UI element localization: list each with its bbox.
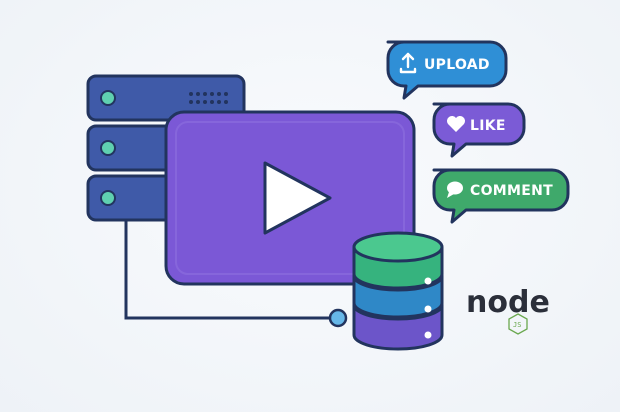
like-label: LIKE xyxy=(470,118,506,134)
nodejs-logo: node JS xyxy=(466,285,550,335)
upload-label: UPLOAD xyxy=(424,57,490,73)
play-icon[interactable] xyxy=(263,161,332,235)
comment-bubble[interactable]: COMMENT xyxy=(432,168,570,224)
server-cable xyxy=(124,218,348,328)
upload-icon xyxy=(399,52,417,74)
upload-bubble[interactable]: UPLOAD xyxy=(386,40,508,100)
comment-label: COMMENT xyxy=(470,183,553,199)
database-icon xyxy=(352,231,444,351)
nodejs-logo-text: node xyxy=(466,285,550,320)
nodejs-badge: JS xyxy=(513,321,521,329)
heart-icon xyxy=(447,116,465,132)
video-player[interactable] xyxy=(164,110,416,286)
like-bubble[interactable]: LIKE xyxy=(432,102,526,158)
chat-icon xyxy=(447,181,463,198)
